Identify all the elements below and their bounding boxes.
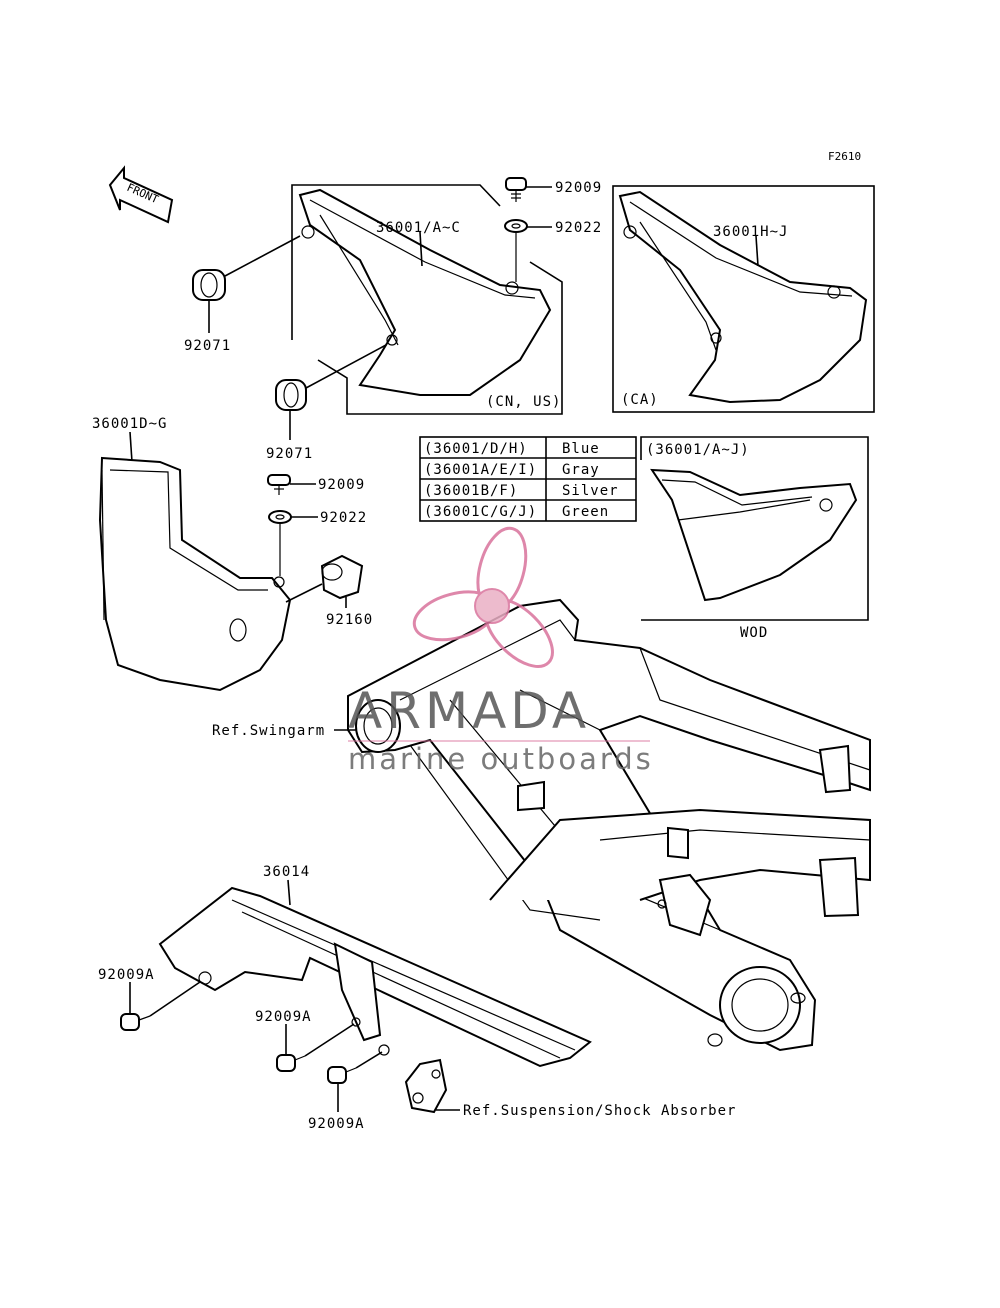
- table-row-color: Blue: [562, 441, 600, 457]
- callout-92071-a: 92071: [184, 338, 231, 354]
- figure-id: F2610: [828, 150, 861, 163]
- callout-92160: 92160: [326, 612, 373, 628]
- callout-36001-d-g: 36001D~G: [92, 416, 167, 432]
- shock-bracket: [404, 1058, 448, 1114]
- ref-swingarm: Ref.Swingarm: [212, 723, 325, 739]
- callout-92009-top: 92009: [555, 180, 602, 196]
- watermark-tagline: marine outboards: [348, 742, 654, 776]
- table-row-code: (36001/D/H): [424, 441, 528, 457]
- table-row-code: (36001B/F): [424, 483, 518, 499]
- region-ca: (CA): [621, 392, 659, 408]
- callout-92009-mid: 92009: [318, 477, 365, 493]
- bolt-92009a-2-icon: [276, 1054, 306, 1072]
- grommet-92071-b-icon: [275, 379, 307, 411]
- table-row-color: Gray: [562, 462, 600, 478]
- side-cover-cn-us-box: [291, 184, 563, 415]
- callout-92022-top: 92022: [555, 220, 602, 236]
- wod-header: (36001/A~J): [646, 442, 750, 458]
- table-row-color: Green: [562, 504, 609, 520]
- bolt-92009-mid-icon: [267, 474, 291, 495]
- collar-92160-icon: [320, 554, 364, 600]
- table-row-code: (36001A/E/I): [424, 462, 537, 478]
- region-cn-us: (CN, US): [486, 394, 561, 410]
- bolt-92009a-1-icon: [120, 1013, 151, 1031]
- wod-label: WOD: [740, 625, 768, 641]
- bolt-92009a-3-icon: [327, 1066, 357, 1084]
- callout-92022-mid: 92022: [320, 510, 367, 526]
- bolt-92009-top-icon: [505, 177, 527, 202]
- callout-92009a-3: 92009A: [308, 1116, 365, 1132]
- callout-36001-h-j: 36001H~J: [713, 224, 788, 240]
- callout-92009a-2: 92009A: [255, 1009, 312, 1025]
- callout-36001-a-c: 36001/A~C: [376, 220, 461, 236]
- side-cover-ca-box: [612, 185, 875, 413]
- armada-logo-icon: [412, 526, 554, 668]
- table-row-code: (36001C/G/J): [424, 504, 537, 520]
- ref-suspension: Ref.Suspension/Shock Absorber: [463, 1103, 736, 1119]
- color-table: (36001/D/H) Blue (36001A/E/I) Gray (3600…: [419, 436, 637, 522]
- grommet-92071-a-icon: [192, 269, 226, 301]
- washer-92022-mid-icon: [268, 510, 292, 524]
- callout-92009a-1: 92009A: [98, 967, 155, 983]
- washer-92022-top-icon: [504, 219, 528, 233]
- table-row-color: Silver: [562, 483, 619, 499]
- callout-36014: 36014: [263, 864, 310, 880]
- side-cover-d-g: [98, 456, 292, 692]
- chain-guard-36014: [158, 886, 592, 1068]
- wod-box: [640, 436, 869, 621]
- front-arrow-icon: FRONT: [108, 165, 174, 224]
- swingarm: [347, 598, 871, 1052]
- watermark-brand: ARMADA: [348, 682, 590, 740]
- callout-92071-b: 92071: [266, 446, 313, 462]
